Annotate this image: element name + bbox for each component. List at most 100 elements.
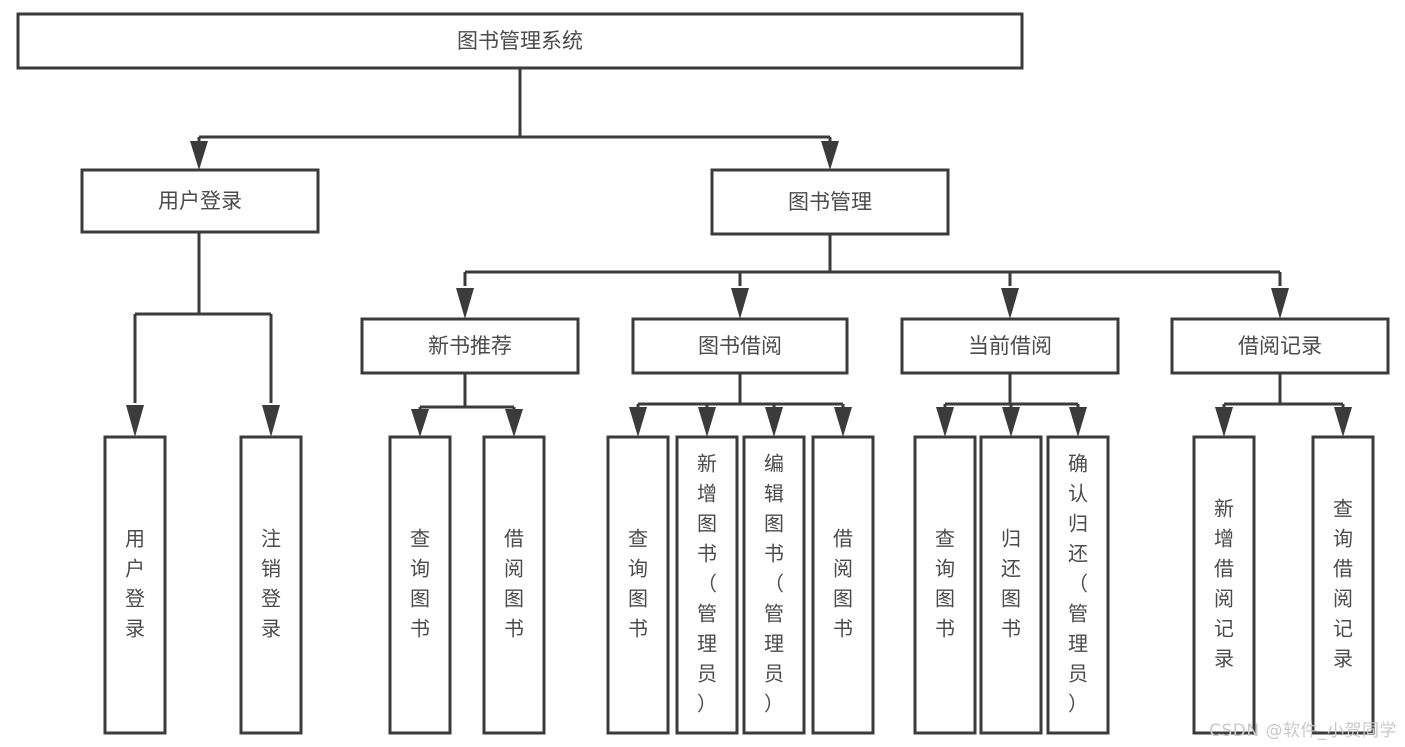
connector-group-book-borrow xyxy=(629,373,852,437)
node-new-book-recommend-label: 新书推荐 xyxy=(428,334,512,358)
leaf-label-char: 书 xyxy=(833,617,853,641)
node-leaf-user-login[interactable]: 用户登录 xyxy=(103,435,167,735)
leaf-label-char: 阅 xyxy=(1214,587,1234,611)
leaf-label-char: 查 xyxy=(628,527,648,551)
leaf-label-char: 阅 xyxy=(504,557,524,581)
node-current-borrow-box[interactable] xyxy=(900,317,1120,375)
arrow-to-leaf-query-book-2 xyxy=(629,407,647,437)
leaf-label-char: 借 xyxy=(1333,557,1353,581)
leaf-label-char: 借 xyxy=(833,527,853,551)
arrow-to-leaf-add-record xyxy=(1215,407,1233,437)
leaf-label-char: 阅 xyxy=(833,557,853,581)
leaf-label-char: 确 xyxy=(1068,452,1088,476)
node-root-label: 图书管理系统 xyxy=(457,29,583,53)
leaf-label-char: 录 xyxy=(261,617,281,641)
node-borrow-record-label: 借阅记录 xyxy=(1238,334,1322,358)
node-leaf-query-book-1-box[interactable] xyxy=(388,435,452,735)
leaf-label-char: （ xyxy=(764,572,784,596)
leaf-label-char: 新 xyxy=(1214,497,1234,521)
leaf-label-char: 图 xyxy=(1001,587,1021,611)
node-borrow-record[interactable]: 借阅记录 xyxy=(1170,317,1390,375)
leaf-label-char: 询 xyxy=(410,557,430,581)
leaf-label-char: 管 xyxy=(764,602,784,626)
arrow-to-book-borrow xyxy=(731,288,749,319)
node-leaf-add-record-box[interactable] xyxy=(1192,435,1256,735)
node-leaf-user-logout-box[interactable] xyxy=(239,435,303,735)
leaf-label-char: 理 xyxy=(764,632,784,656)
leaf-label-char: 书 xyxy=(628,617,648,641)
node-current-borrow[interactable]: 当前借阅 xyxy=(900,317,1120,375)
leaf-label-char: 录 xyxy=(1333,647,1353,671)
node-leaf-add-book-box[interactable] xyxy=(675,435,739,735)
node-leaf-borrow-book-2-box[interactable] xyxy=(811,435,875,735)
node-leaf-user-login-box[interactable] xyxy=(103,435,167,735)
node-user-login-box[interactable] xyxy=(80,168,320,234)
node-user-login[interactable]: 用户登录 xyxy=(80,168,320,234)
arrow-to-leaf-user-logout xyxy=(262,405,280,437)
node-book-borrow-label: 图书借阅 xyxy=(698,334,782,358)
node-leaf-query-book-2-box[interactable] xyxy=(606,435,670,735)
leaf-label-char: 书 xyxy=(1001,617,1021,641)
node-leaf-query-record-box[interactable] xyxy=(1311,435,1375,735)
leaf-label-char: 认 xyxy=(1068,482,1088,506)
leaf-label-char: 注 xyxy=(261,527,281,551)
arrow-to-leaf-user-login xyxy=(126,405,144,437)
leaf-label-char: 图 xyxy=(764,512,784,536)
leaf-label-char: 户 xyxy=(125,557,145,581)
node-leaf-edit-book-box[interactable] xyxy=(742,435,806,735)
node-book-borrow-box[interactable] xyxy=(631,317,849,375)
node-leaf-query-book-3-box[interactable] xyxy=(913,435,977,735)
node-book-manage-box[interactable] xyxy=(710,168,950,236)
connector-group-user-login xyxy=(126,232,280,437)
node-leaf-borrow-book-1-box[interactable] xyxy=(482,435,546,735)
arrow-to-leaf-query-record xyxy=(1334,407,1352,437)
leaf-label-char: 图 xyxy=(833,587,853,611)
arrow-to-leaf-query-book-3 xyxy=(936,407,954,437)
leaf-label-char: ） xyxy=(764,692,784,716)
node-root[interactable]: 图书管理系统 xyxy=(16,12,1024,70)
arrow-to-current-borrow xyxy=(1001,288,1019,319)
node-root-box[interactable] xyxy=(16,12,1024,70)
leaf-label-char: 书 xyxy=(935,617,955,641)
leaf-label-char: 查 xyxy=(410,527,430,551)
arrow-to-leaf-borrow-book-2 xyxy=(834,407,852,437)
node-book-manage-label: 图书管理 xyxy=(788,190,872,214)
leaf-label-char: 录 xyxy=(1214,647,1234,671)
leaf-label-char: 借 xyxy=(1214,557,1234,581)
leaf-label-char: 录 xyxy=(125,617,145,641)
leaf-label-char: 员 xyxy=(697,662,717,686)
leaf-label-char: 销 xyxy=(261,557,281,581)
leaf-label-char: 理 xyxy=(697,632,717,656)
leaf-label-char: 书 xyxy=(504,617,524,641)
node-new-book-recommend-box[interactable] xyxy=(360,317,580,375)
node-leaf-confirm-return-box[interactable] xyxy=(1046,435,1110,735)
node-book-manage[interactable]: 图书管理 xyxy=(710,168,950,236)
node-leaf-return-book-box[interactable] xyxy=(979,435,1043,735)
leaf-label-char: 辑 xyxy=(764,482,784,506)
node-new-book-recommend[interactable]: 新书推荐 xyxy=(360,317,580,375)
node-book-borrow[interactable]: 图书借阅 xyxy=(631,317,849,375)
leaf-label-char: 理 xyxy=(1068,632,1088,656)
node-leaf-user-login-label: 用户登录 xyxy=(125,527,145,641)
node-borrow-record-box[interactable] xyxy=(1170,317,1390,375)
